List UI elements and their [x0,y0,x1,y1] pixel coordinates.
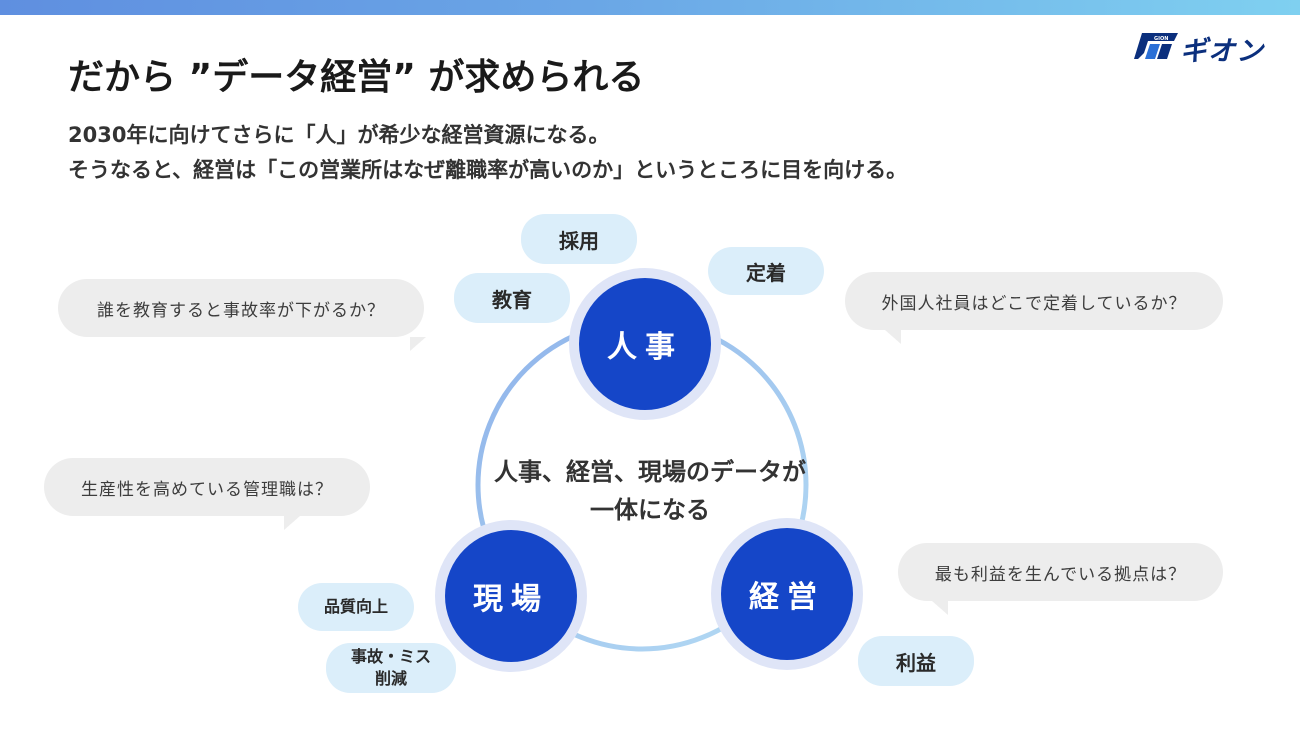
speech-bubble-foreign: 外国人社員はどこで定着しているか？ [845,272,1223,344]
bubble-tail [410,337,426,351]
bubble-education-text: 誰を教育すると事故率が下がるか？ [97,300,385,321]
logo-mark-text: GION [1154,36,1168,42]
bubble-productivity-text: 生産性を高めている管理職は？ [81,479,333,500]
center-message-line-2: 一体になる [590,496,710,524]
tag-retention: 定着 [708,247,824,295]
speech-bubble-productivity: 生産性を高めている管理職は？ [44,458,370,530]
tag-education: 教育 [454,273,570,323]
subtitle-line-2: そうなると、経営は「この営業所はなぜ離職率が高いのか」というところに目を向ける。 [68,158,908,182]
speech-bubble-education: 誰を教育すると事故率が下がるか？ [58,279,426,351]
gion-logo: GION ギオン [1134,31,1266,67]
gion-logo-mark-icon: GION [1134,33,1178,59]
management-circle-label: 経営 [749,580,825,615]
center-message-line-1: 人事、経営、現場のデータが [494,458,806,486]
tag-accident-line-2: 削減 [374,669,407,688]
tag-accident-line-1: 事故・ミス [350,647,431,666]
page-title: だから ”データ経営” が求められる [68,57,645,98]
logo-text: ギオン [1180,36,1264,67]
bubble-tail [284,516,300,530]
bubble-foreign-text: 外国人社員はどこで定着しているか？ [881,293,1187,314]
tag-quality: 品質向上 [298,583,414,631]
subtitle-line-1: 2030年に向けてさらに「人」が希少な経営資源になる。 [68,123,610,147]
speech-bubble-profit: 最も利益を生んでいる拠点は？ [898,543,1223,615]
field-circle [445,530,577,662]
center-message: 人事、経営、現場のデータが 一体になる [470,453,830,529]
tag-accident-reduction: 事故・ミス 削減 [326,643,456,693]
bubble-profit-text: 最も利益を生んでいる拠点は？ [934,564,1187,585]
bubble-tail [932,601,948,615]
field-circle-label: 現場 [473,582,549,617]
hr-circle-label: 人事 [607,330,683,365]
hr-circle [579,278,711,410]
tag-profit: 利益 [858,636,974,686]
tag-recruit: 採用 [521,214,637,264]
bubble-tail [885,330,901,344]
top-gradient-bar [0,0,1300,15]
management-circle [721,528,853,660]
